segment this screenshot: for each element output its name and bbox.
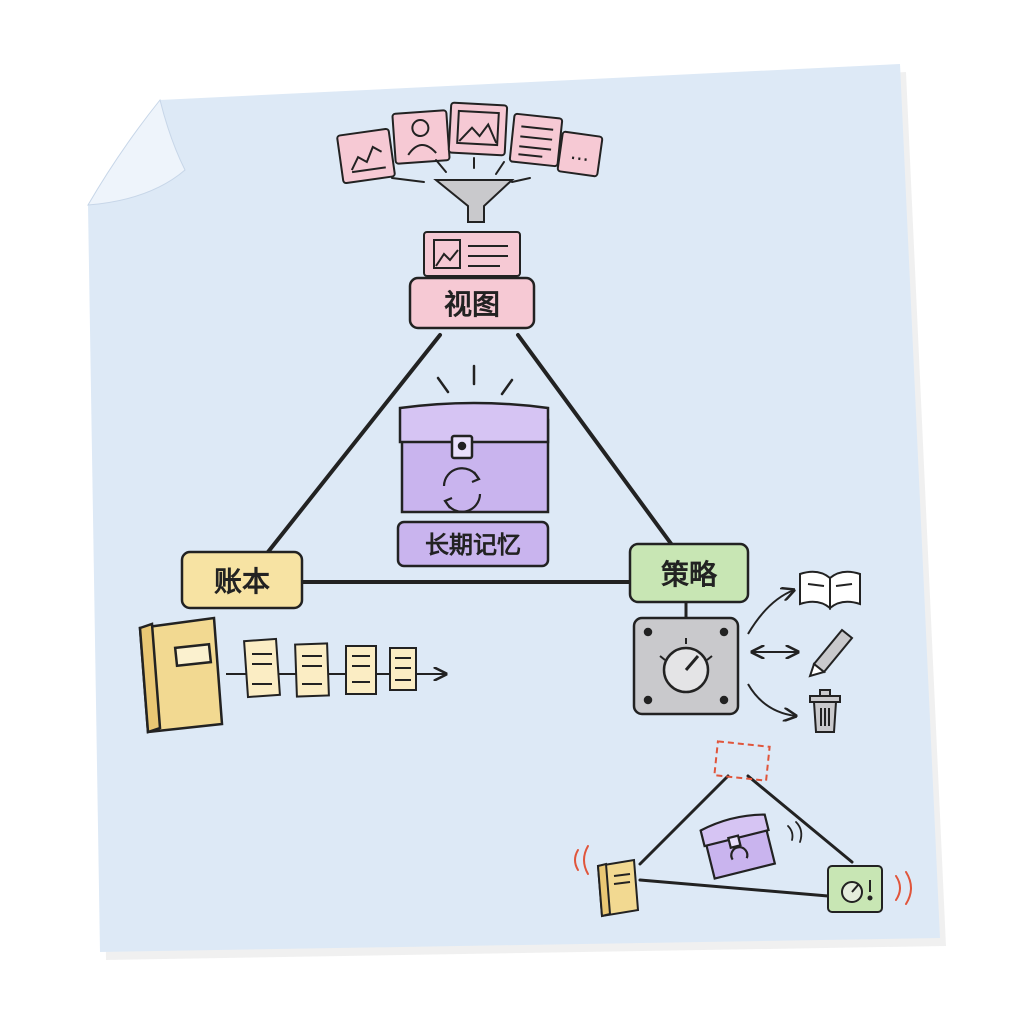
memory-chest-icon	[398, 364, 550, 514]
mini-shake-lines	[574, 845, 912, 905]
trash-icon	[809, 689, 841, 733]
book-icon	[799, 570, 861, 611]
mini-edges	[638, 774, 854, 898]
mini-ledger-book-icon	[596, 858, 640, 918]
image-icon	[456, 109, 500, 147]
ledger-book-icon	[138, 616, 224, 734]
source-card-image	[447, 101, 509, 157]
source-card-chart	[336, 128, 396, 184]
triangle-edges	[266, 333, 674, 584]
source-card-more: ...	[556, 130, 604, 178]
edge-view-ledger	[266, 333, 442, 554]
paper-curl-fold	[87, 98, 186, 206]
pencil-icon	[808, 628, 854, 678]
mini-motion-lines	[787, 821, 803, 843]
ledger-page-4	[389, 647, 417, 691]
node-policy: 策略	[628, 542, 750, 604]
text-lines-icon	[468, 245, 508, 267]
chest-sparkle-lines	[436, 364, 514, 396]
node-long-term-memory: 长期记忆	[396, 520, 550, 568]
line-chart-icon	[350, 145, 386, 174]
ledger-pages	[226, 637, 446, 699]
source-cards: ...	[336, 101, 604, 184]
node-long-term-memory-label: 长期记忆	[425, 531, 521, 559]
funnel-input-dashes	[391, 157, 531, 183]
node-ledger: 账本	[180, 550, 304, 610]
policy-action-arrows	[747, 590, 798, 716]
node-view-label: 视图	[444, 288, 500, 321]
view-output-card	[423, 231, 521, 277]
ledger-page-3	[345, 645, 377, 695]
ellipsis-icon: ...	[569, 140, 591, 166]
mini-policy-dial-icon	[827, 865, 883, 913]
mini-memory-chest-icon	[699, 813, 777, 880]
node-policy-label: 策略	[661, 558, 718, 591]
dial-control-icon	[632, 616, 740, 716]
funnel-icon	[433, 179, 515, 223]
document-lines-icon	[518, 125, 554, 158]
sync-arrows-icon	[442, 467, 482, 513]
node-view: 视图	[408, 276, 536, 330]
edge-view-policy	[516, 333, 674, 547]
node-ledger-label: 账本	[214, 565, 270, 598]
source-card-person	[391, 109, 451, 165]
image-icon	[433, 239, 461, 269]
ledger-page-2	[294, 642, 330, 698]
mini-diagram	[574, 740, 912, 918]
source-card-document	[508, 112, 564, 168]
ledger-page-1	[243, 637, 281, 699]
person-icon	[407, 119, 437, 156]
mini-view-placeholder	[713, 740, 771, 782]
dial-ticks	[659, 638, 713, 661]
